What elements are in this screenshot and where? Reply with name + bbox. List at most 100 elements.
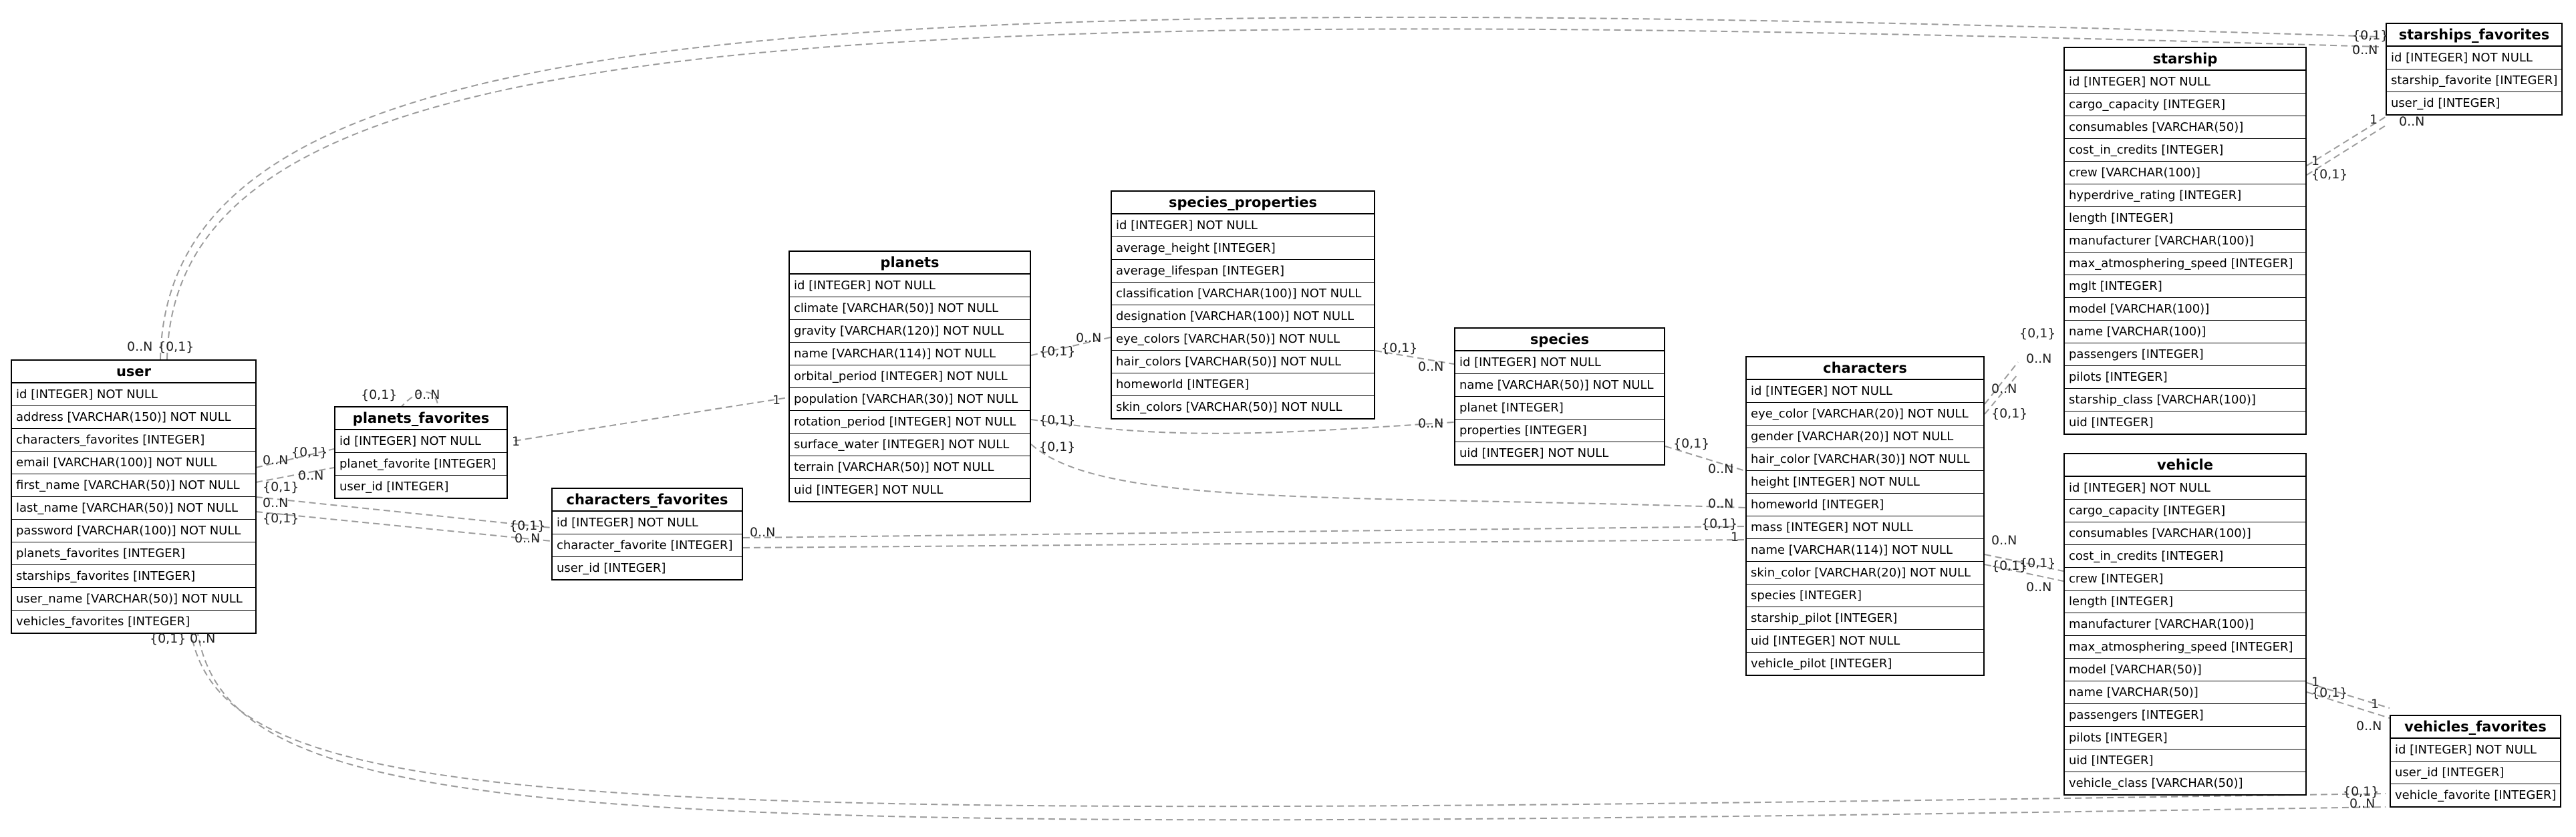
cardinality-label: {0,1} (1673, 436, 1710, 451)
cardinality-label: {0,1} (2311, 685, 2348, 700)
table-field-row: starship_favorite [INTEGER] (2387, 69, 2561, 92)
cardinality-label: 0..N (1418, 416, 1444, 431)
table-field-row: planets_favorites [INTEGER] (12, 542, 255, 565)
cardinality-label: {0,1} (509, 518, 546, 533)
cardinality-label: {0,1} (2352, 28, 2389, 43)
table-field-row: cost_in_credits [INTEGER] (2065, 139, 2305, 162)
table-field-row: properties [INTEGER] (1455, 420, 1664, 442)
table-field-row: id [INTEGER] NOT NULL (2065, 477, 2305, 500)
cardinality-label: 0..N (2026, 351, 2052, 366)
table-field-row: characters_favorites [INTEGER] (12, 429, 255, 452)
table-field-row: hair_color [VARCHAR(30)] NOT NULL (1747, 448, 1983, 471)
table-field-row: model [VARCHAR(100)] (2065, 298, 2305, 321)
table-field-row: vehicle_class [VARCHAR(50)] (2069, 776, 2243, 790)
table-field-row: id [INTEGER] NOT NULL (1112, 214, 1374, 237)
table-field-row: user_id [INTEGER] (2391, 762, 2560, 784)
table-field-row: gender [VARCHAR(20)] NOT NULL (1747, 426, 1983, 448)
table-field-row: orbital_period [INTEGER] NOT NULL (790, 365, 1030, 388)
cardinality-label: {0,1} (1039, 344, 1076, 359)
table-field-row: consumables [VARCHAR(50)] (2065, 116, 2305, 139)
table-field-row: consumables [VARCHAR(100)] (2065, 522, 2305, 545)
cardinality-label: 0..N (414, 387, 440, 402)
table-field-row: name [VARCHAR(114)] NOT NULL (1747, 539, 1983, 562)
table-field-row: gravity [VARCHAR(120)] NOT NULL (790, 320, 1030, 343)
table-field-row: id [INTEGER] NOT NULL (1455, 351, 1664, 374)
table-field-row: eye_colors [VARCHAR(50)] NOT NULL (1112, 328, 1374, 351)
cardinality-label: {0,1} (263, 511, 299, 526)
cardinality-label: {0,1} (2019, 326, 2056, 341)
relation-planets-favorites-planets (514, 397, 789, 442)
table-title: vehicles_favorites (2391, 716, 2560, 739)
table-field-row: eye_color [VARCHAR(20)] NOT NULL (1747, 403, 1983, 426)
table-field-row: average_lifespan [INTEGER] (1112, 260, 1374, 283)
table-field-row: rotation_period [INTEGER] NOT NULL (790, 411, 1030, 434)
cardinality-label: {0,1} (1991, 406, 2028, 421)
cardinality-label: {0,1} (2343, 784, 2380, 799)
table-field-row: designation [VARCHAR(100)] NOT NULL (1112, 305, 1374, 328)
cardinality-label: 0..N (1991, 381, 2017, 396)
table-field-row: user_name [VARCHAR(50)] NOT NULL (12, 588, 255, 611)
table-field-row: cargo_capacity [INTEGER] (2065, 500, 2305, 522)
table-field-row: passengers [INTEGER] (2065, 704, 2305, 727)
cardinality-label: {0,1} (1039, 413, 1076, 428)
cardinality-label: {0,1} (1039, 440, 1076, 454)
table-field-row: vehicle_favorite [INTEGER] (2395, 788, 2557, 802)
table-field-row: pilots [INTEGER] (2065, 366, 2305, 389)
table-title: starships_favorites (2387, 24, 2561, 47)
relation-user-vehicles-favorites-a (190, 629, 2386, 808)
table-field-row: uid [INTEGER] NOT NULL (794, 483, 944, 497)
cardinality-label: 1 (2371, 697, 2380, 711)
table-field-row: last_name [VARCHAR(50)] NOT NULL (12, 497, 255, 520)
table-field-row: first_name [VARCHAR(50)] NOT NULL (12, 474, 255, 497)
table-field-row: name [VARCHAR(114)] NOT NULL (790, 343, 1030, 365)
table-field-row: length [INTEGER] (2065, 591, 2305, 613)
table-field-row: email [VARCHAR(100)] NOT NULL (12, 452, 255, 474)
table-field-row: manufacturer [VARCHAR(100)] (2065, 613, 2305, 636)
cardinality-label: 0..N (2349, 796, 2376, 811)
table-field-row: id [INTEGER] NOT NULL (1747, 380, 1983, 403)
table-field-row: classification [VARCHAR(100)] NOT NULL (1112, 283, 1374, 305)
table-field-row: homeworld [INTEGER] (1112, 373, 1374, 396)
table-field-row: planet [INTEGER] (1455, 397, 1664, 420)
table-title: user (12, 361, 255, 383)
table-field-row: max_atmosphering_speed [INTEGER] (2065, 253, 2305, 275)
cardinality-label: 0..N (298, 468, 324, 483)
table-field-row: hair_colors [VARCHAR(50)] NOT NULL (1112, 351, 1374, 373)
table-field-row: starship_pilot [INTEGER] (1747, 607, 1983, 630)
table-field-row: vehicles_favorites [INTEGER] (16, 615, 190, 629)
table-field-row: name [VARCHAR(50)] (2065, 681, 2305, 704)
cardinality-label: 0..N (263, 453, 289, 468)
cardinality-label: 0..N (2026, 580, 2052, 595)
table-field-row: user_id [INTEGER] (2391, 96, 2500, 110)
cardinality-label: 0..N (750, 525, 776, 540)
table-field-row: id [INTEGER] NOT NULL (2065, 71, 2305, 94)
cardinality-label: 0..N (190, 631, 216, 646)
relation-user-characters-favorites-a (255, 496, 552, 528)
table-field-row: password [VARCHAR(100)] NOT NULL (12, 520, 255, 542)
cardinality-label: {0,1} (2311, 167, 2348, 182)
relation-user-characters-favorites-b (255, 511, 552, 542)
cardinality-label: {0,1} (2019, 556, 2056, 570)
cardinality-label: 0..N (2356, 719, 2382, 733)
table-field-row: uid [INTEGER] NOT NULL (1459, 446, 1609, 460)
cardinality-label: 1 (512, 434, 521, 449)
table-field-row: uid [INTEGER] (2065, 749, 2305, 772)
table-field-row: max_atmosphering_speed [INTEGER] (2065, 636, 2305, 659)
table-title: characters (1747, 357, 1983, 380)
cardinality-label: {0,1} (263, 480, 299, 494)
table-field-row: user_id [INTEGER] (339, 480, 449, 494)
table-field-row: population [VARCHAR(30)] NOT NULL (790, 388, 1030, 411)
cardinality-label: 1 (772, 393, 781, 407)
table-field-row: name [VARCHAR(50)] NOT NULL (1455, 374, 1664, 397)
